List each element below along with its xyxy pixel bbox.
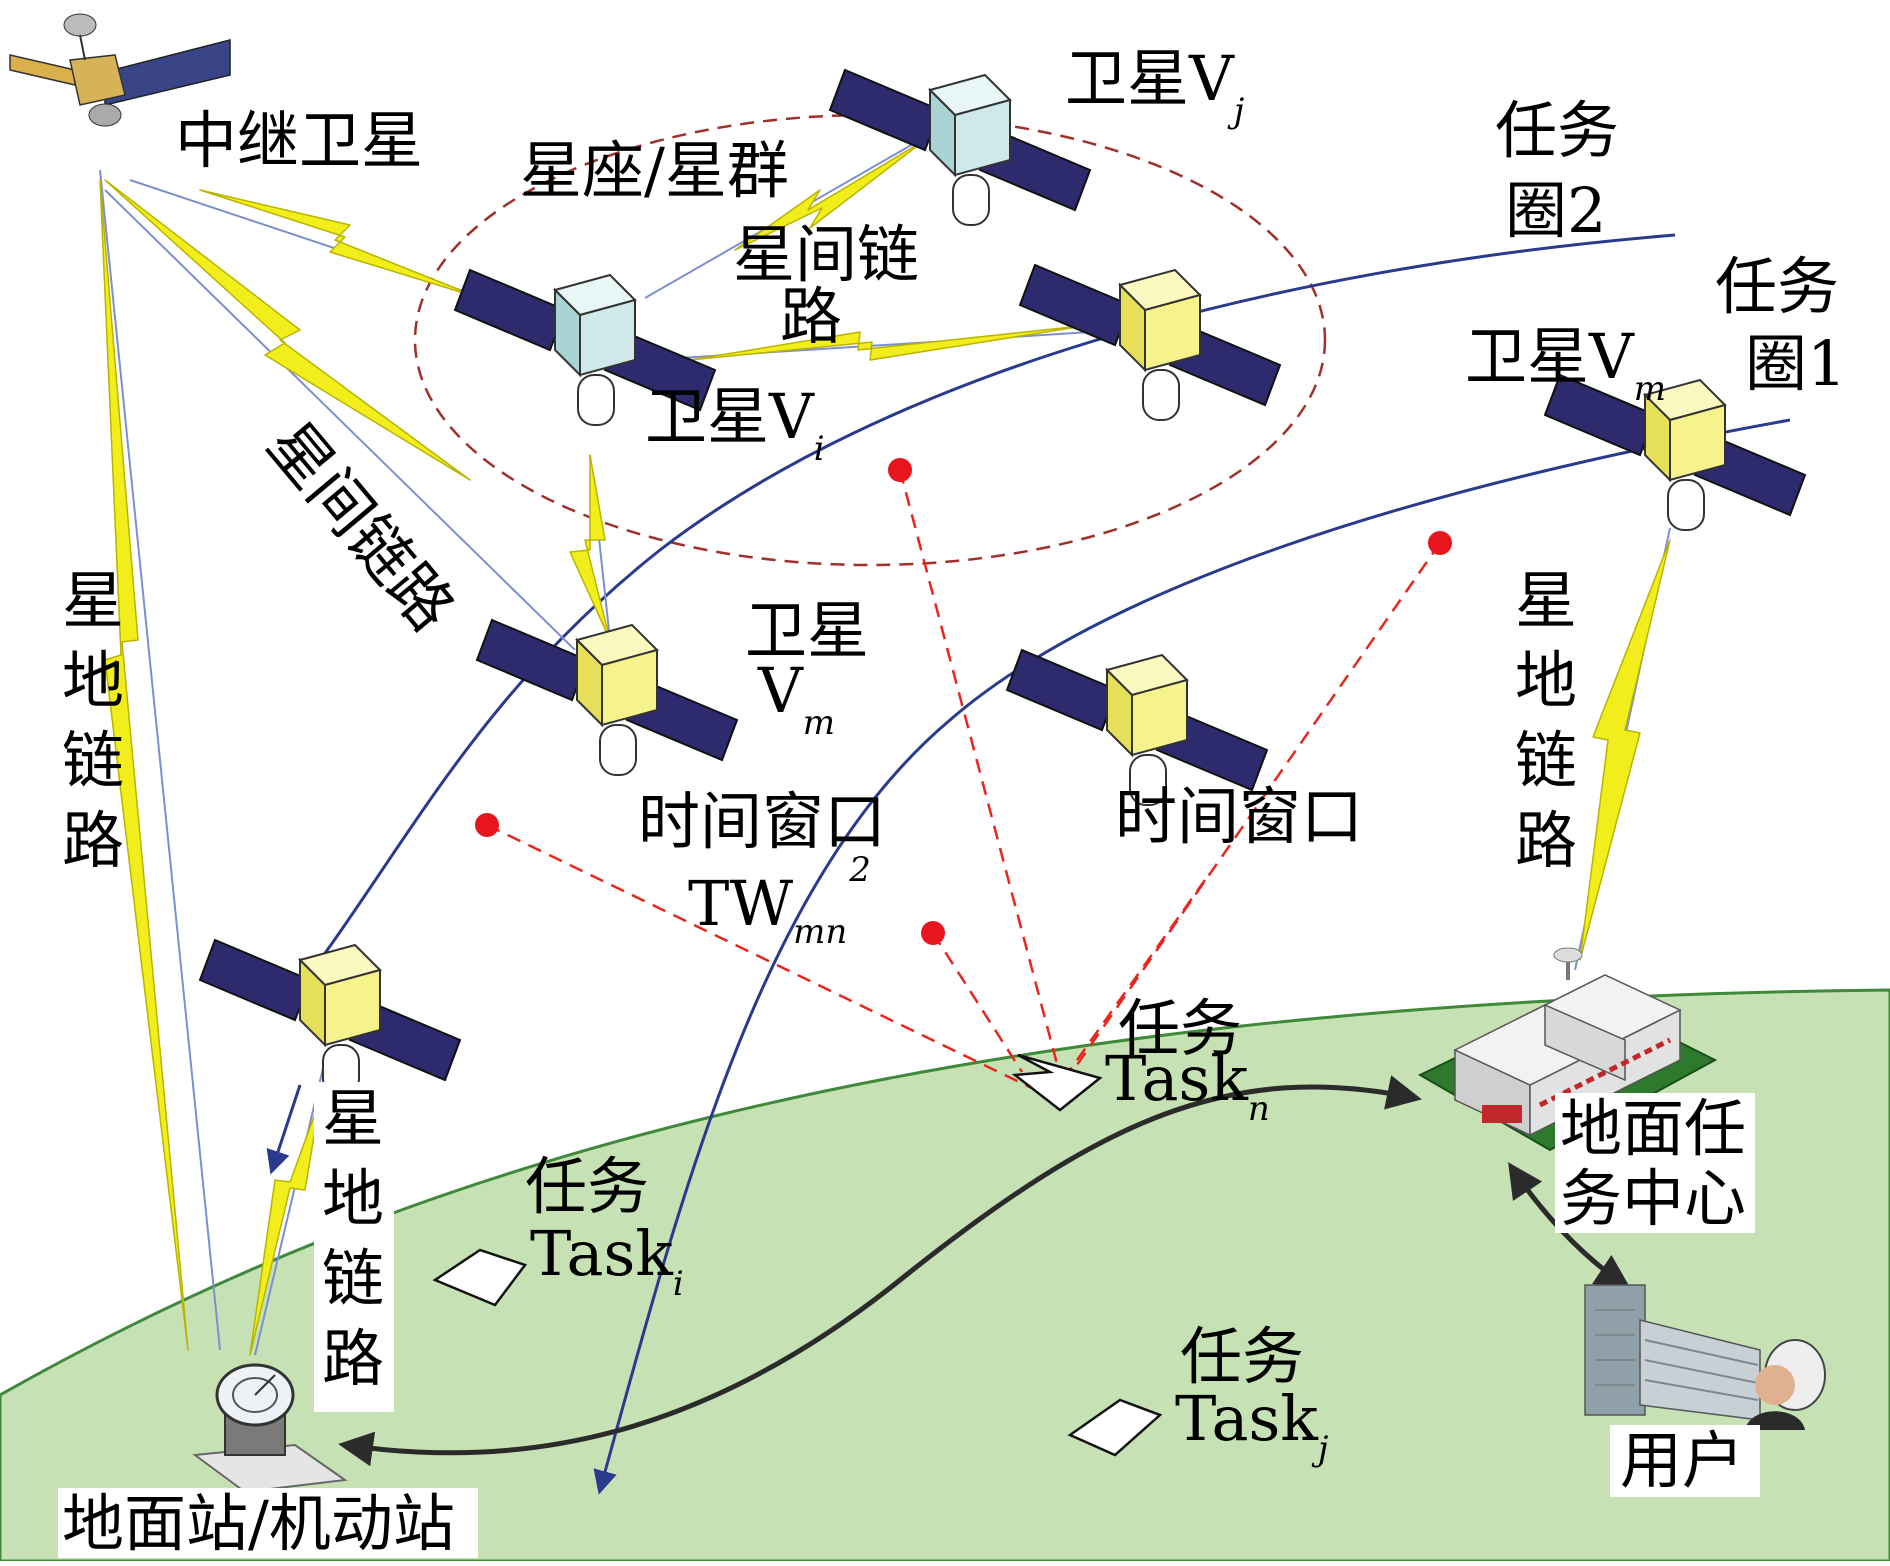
isl-diagonal-label: 星间链路	[254, 408, 469, 645]
ground-center-label-bg	[1555, 1093, 1755, 1233]
user-label: 用户	[1620, 1424, 1744, 1497]
sat-vi-label: 卫星Vi	[645, 380, 825, 469]
observation-lines	[486, 469, 1442, 1094]
ground-mission-center-icon	[1417, 947, 1718, 1152]
task-j-label-1: 任务	[1180, 1320, 1304, 1393]
task-j-label-2: Taskj	[1175, 1382, 1329, 1469]
sgl-label-char: 地	[1515, 644, 1577, 717]
task-i-label-1: 任务	[525, 1150, 649, 1223]
sgl-label-char: 链	[1515, 724, 1577, 797]
sgl-label-char: 星	[1515, 564, 1577, 637]
isl-top-label-2: 路	[780, 280, 842, 353]
sgl-label-char: 链	[62, 724, 124, 797]
satellite-low-icon	[199, 939, 461, 1096]
task-circle-1-label-2: 圈1	[1745, 327, 1846, 400]
user-label-bg	[1610, 1425, 1760, 1497]
ground-center-label-2: 务中心	[1560, 1162, 1746, 1235]
task-circle-1-label-1: 任务	[1715, 250, 1839, 323]
downlink-arrow	[266, 1084, 302, 1175]
relay-satellite-label: 中继卫星	[175, 104, 423, 177]
task-n-label-1: 任务	[1118, 992, 1242, 1065]
sgl-label-char: 路	[62, 804, 124, 877]
task-area-i	[432, 1248, 528, 1307]
sgl-label-char: 链	[322, 1242, 384, 1315]
ground-station-icon	[192, 1363, 348, 1494]
satellite-vj-icon	[829, 69, 1091, 226]
task-n-label-2: Taskn	[1105, 1042, 1270, 1129]
data-flow-arrow	[338, 1075, 1422, 1467]
isl-top-label-1: 星间链	[733, 218, 919, 291]
satellite-constellation-icon	[1019, 264, 1281, 421]
sgl-label-char: 路	[322, 1322, 384, 1395]
sat-vm-right-label: 卫星Vm	[1465, 320, 1666, 409]
task-circle-2-label-2: 圈2	[1505, 174, 1606, 247]
orbit-task-circle-2	[288, 233, 1676, 1001]
task-circle-2-label-1: 任务	[1495, 94, 1619, 167]
ground-station-label: 地面站/机动站	[62, 1487, 455, 1560]
sgl-label-char: 星	[322, 1082, 384, 1155]
constellation-label: 星座/星群	[520, 134, 789, 207]
window-point-orbit1-lower	[921, 921, 945, 945]
sat-vj-label: 卫星Vj	[1065, 42, 1245, 131]
window-point-orbit1-upper	[1428, 531, 1452, 555]
sgl-label-char: 地	[62, 644, 124, 717]
ground-center-label-1: 地面任	[1560, 1092, 1746, 1165]
task-i-label-2: Taski	[530, 1217, 684, 1304]
task-area-n	[1011, 1053, 1103, 1112]
sgl-label-char: 路	[1515, 804, 1577, 877]
task-area-j	[1067, 1398, 1163, 1457]
user-icon	[1584, 1284, 1826, 1430]
sgl-label-bg	[314, 1082, 394, 1412]
sgl-label-char: 地	[322, 1162, 384, 1235]
time-window-points	[475, 458, 1452, 945]
window-point-orbit2-upper	[888, 458, 912, 482]
sat-vm-mid-label-2: Vm	[757, 654, 835, 743]
constellation-ring	[413, 113, 1327, 567]
window-point-orbit2-lower	[475, 813, 499, 837]
ground-station-label-bg	[58, 1488, 478, 1558]
time-window-left-label: 时间窗口	[638, 785, 886, 858]
time-window-right-label: 时间窗口	[1115, 780, 1363, 853]
sat-vm-mid-label-1: 卫星	[745, 594, 869, 667]
satellite-vm-mid-icon	[476, 619, 738, 776]
time-window-left-tw: TWmn2	[688, 850, 871, 952]
sgl-label-char: 星	[62, 564, 124, 637]
relay-satellite-icon	[9, 13, 231, 127]
